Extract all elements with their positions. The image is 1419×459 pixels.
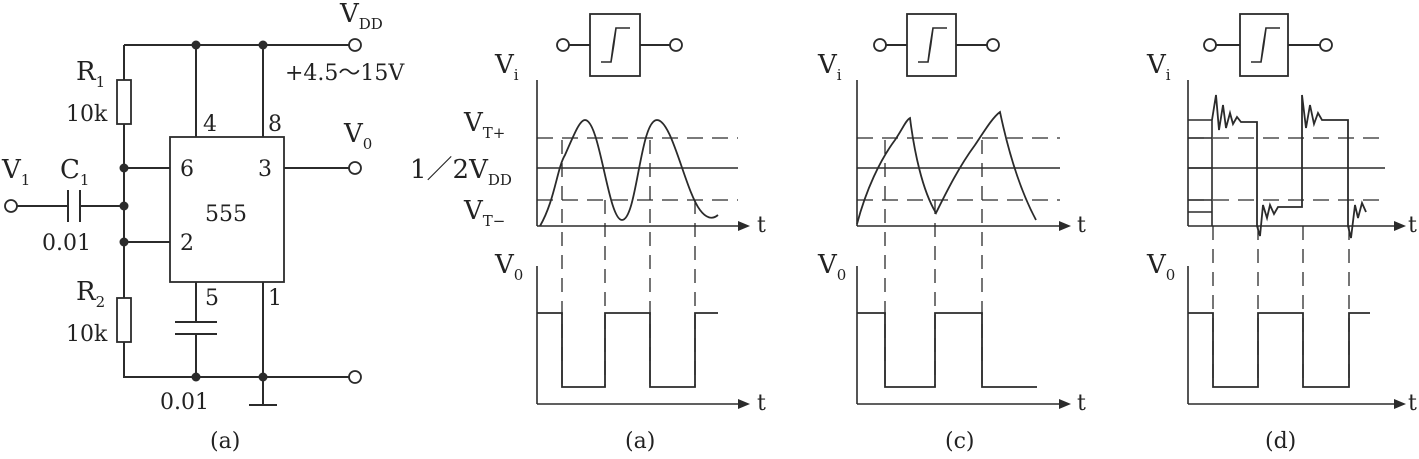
pin-2-label: 2 bbox=[180, 231, 194, 256]
vdd-terminal bbox=[348, 38, 362, 52]
vo-waveform bbox=[537, 312, 718, 388]
vt-plus-label: VT+ bbox=[463, 108, 505, 142]
vi-time-label: t bbox=[1077, 213, 1086, 238]
hysteresis-icon bbox=[601, 27, 630, 63]
half-vdd-label: 1／2VDD bbox=[410, 155, 512, 189]
r2-label: R2 bbox=[76, 277, 105, 311]
c2-value: 0.01 bbox=[160, 390, 209, 415]
vo-time-label: t bbox=[1408, 391, 1417, 416]
vo-axis-arrow bbox=[1394, 399, 1406, 409]
junction-dot bbox=[191, 372, 201, 382]
c2-capacitor bbox=[175, 321, 217, 335]
vi-label: Vi bbox=[1146, 50, 1171, 84]
vi-waveform bbox=[856, 110, 1037, 225]
vout-terminal bbox=[348, 161, 362, 175]
vi-axis-arrow bbox=[738, 221, 750, 231]
vi-time-label: t bbox=[757, 213, 766, 238]
symbol-output-terminal bbox=[669, 38, 683, 52]
vo-label: V0 bbox=[817, 250, 846, 284]
vo-label: V0 bbox=[494, 250, 523, 284]
circuit-555: VDD +4.5～15V R1 10k R2 10k 555 4 8 6 3 2… bbox=[1, 0, 405, 454]
panel-a-caption: (a) bbox=[625, 429, 655, 454]
pin-6-label: 6 bbox=[180, 157, 194, 182]
pin-1-label: 1 bbox=[268, 286, 282, 311]
vo-time-label: t bbox=[757, 391, 766, 416]
pin-3-label: 3 bbox=[258, 157, 272, 182]
c1-label: C1 bbox=[60, 155, 89, 189]
vout-label: V0 bbox=[343, 119, 372, 153]
vo-label: V0 bbox=[1146, 250, 1175, 284]
vi-label: Vi bbox=[817, 50, 842, 84]
vi-axis-arrow bbox=[1394, 221, 1406, 231]
vo-axis-arrow bbox=[738, 399, 750, 409]
vin-label: V1 bbox=[1, 155, 30, 189]
symbol-input-terminal bbox=[873, 38, 887, 52]
vi-time-label: t bbox=[1408, 213, 1417, 238]
r1-value: 10k bbox=[66, 102, 108, 127]
r1-label: R1 bbox=[76, 57, 105, 91]
vo-time-label: t bbox=[1077, 391, 1086, 416]
ic-555-body bbox=[169, 136, 285, 283]
vo-waveform bbox=[1188, 312, 1370, 388]
left-wire-bottom bbox=[123, 342, 349, 378]
r1-resistor bbox=[116, 79, 132, 125]
ic-555-label: 555 bbox=[205, 202, 247, 227]
waveform-panel-c: Vi t V0 t (c) bbox=[817, 13, 1086, 454]
waveform-panel-d: Vi t V0 t (d) bbox=[1146, 13, 1417, 454]
hysteresis-icon bbox=[918, 27, 947, 63]
vi-axis-arrow bbox=[1059, 221, 1071, 231]
panel-c-caption: (c) bbox=[945, 429, 975, 454]
pin-5-label: 5 bbox=[205, 286, 219, 311]
symbol-output-terminal bbox=[986, 38, 1000, 52]
symbol-input-terminal bbox=[1203, 38, 1217, 52]
hysteresis-icon bbox=[1251, 27, 1280, 63]
waveform-panel-a: Vi t VT+ 1／2VDD VT− V0 t (a) bbox=[410, 13, 766, 454]
c1-capacitor bbox=[67, 190, 81, 222]
vi-waveform bbox=[1211, 94, 1367, 239]
r2-value: 10k bbox=[66, 322, 108, 347]
symbol-output-terminal bbox=[1319, 38, 1333, 52]
symbol-input-terminal bbox=[556, 38, 570, 52]
r2-resistor bbox=[116, 297, 132, 343]
vin-terminal bbox=[4, 199, 18, 213]
vi-waveform bbox=[539, 119, 719, 227]
pin-8-label: 8 bbox=[268, 112, 282, 137]
circuit-caption: (a) bbox=[210, 429, 240, 454]
vo-waveform bbox=[857, 312, 1037, 388]
panel-d-caption: (d) bbox=[1265, 429, 1296, 454]
vo-axis-arrow bbox=[1059, 399, 1071, 409]
pin-4-label: 4 bbox=[203, 112, 217, 137]
vt-minus-label: VT− bbox=[463, 196, 505, 230]
junction-dot bbox=[258, 372, 268, 382]
schmitt-symbol bbox=[589, 13, 641, 77]
vdd-label: VDD bbox=[339, 0, 383, 33]
vi-label: Vi bbox=[494, 50, 519, 84]
gnd-terminal bbox=[348, 370, 362, 384]
c1-value: 0.01 bbox=[42, 231, 91, 256]
supply-range-label: +4.5～15V bbox=[285, 61, 405, 86]
input-steps bbox=[1188, 119, 1213, 226]
schmitt-symbol bbox=[906, 13, 957, 77]
